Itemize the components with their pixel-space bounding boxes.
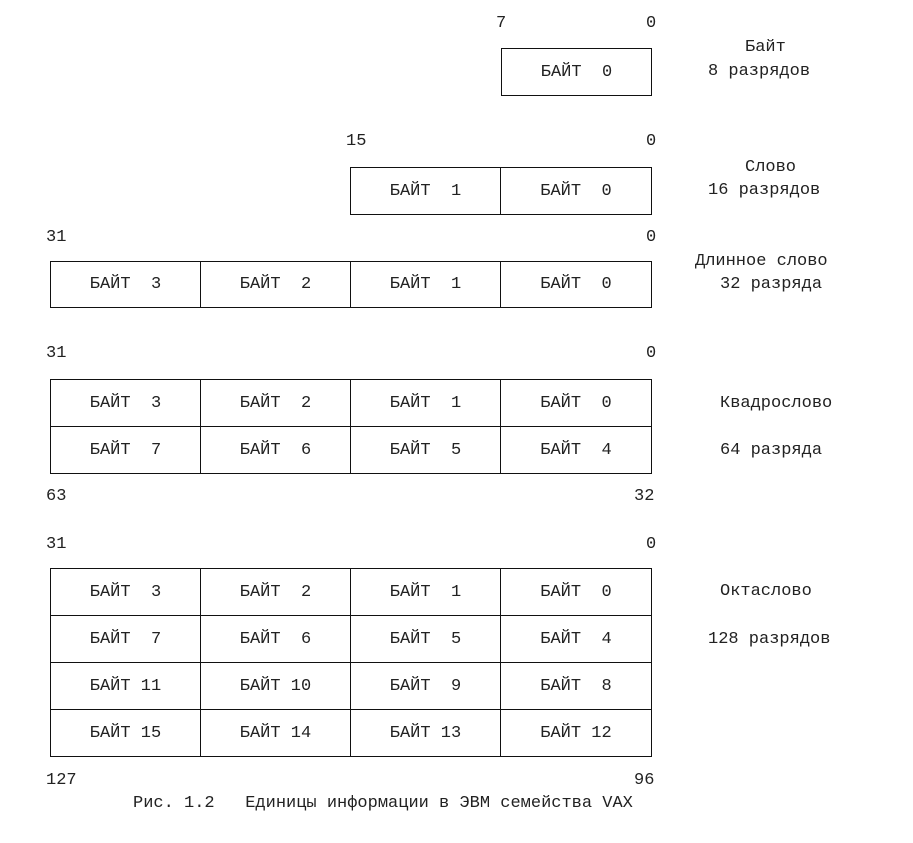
octaword-cell: БАЙТ 12 bbox=[501, 710, 652, 757]
octaword-cell: БАЙТ 1 bbox=[351, 568, 501, 616]
quadword-name: Квадрослово bbox=[720, 394, 833, 413]
octaword-cell: БАЙТ 7 bbox=[50, 616, 201, 663]
quadword-bit-high: 31 bbox=[46, 344, 67, 363]
quadword-bit-bottom-high: 63 bbox=[46, 487, 67, 506]
quadword-cell: БАЙТ 6 bbox=[201, 427, 351, 474]
octaword-cell: БАЙТ 10 bbox=[201, 663, 351, 710]
longword-cell: БАЙТ 2 bbox=[201, 261, 351, 308]
quadword-cell: БАЙТ 2 bbox=[201, 379, 351, 427]
figure-caption: Рис. 1.2 Единицы информации в ЭВМ семейс… bbox=[133, 794, 633, 813]
quadword-cell: БАЙТ 3 bbox=[50, 379, 201, 427]
octaword-bit-high: 31 bbox=[46, 535, 67, 554]
quadword-bit-bottom-low: 32 bbox=[634, 487, 655, 506]
longword-cell: БАЙТ 1 bbox=[351, 261, 501, 308]
longword-bits: 32 разряда bbox=[720, 275, 823, 294]
word-name: Слово bbox=[745, 158, 797, 177]
octaword-bit-bottom-high: 127 bbox=[46, 771, 77, 790]
octaword-cell: БАЙТ 8 bbox=[501, 663, 652, 710]
octaword-cell: БАЙТ 5 bbox=[351, 616, 501, 663]
longword-name: Длинное слово bbox=[695, 252, 828, 271]
quadword-cell: БАЙТ 7 bbox=[50, 427, 201, 474]
octaword-cell: БАЙТ 9 bbox=[351, 663, 501, 710]
octaword-cell: БАЙТ 13 bbox=[351, 710, 501, 757]
quadword-cell: БАЙТ 4 bbox=[501, 427, 652, 474]
byte-name: Байт bbox=[745, 38, 786, 57]
octaword-bit-bottom-low: 96 bbox=[634, 771, 655, 790]
byte-bit-low: 0 bbox=[646, 14, 657, 33]
octaword-cell: БАЙТ 0 bbox=[501, 568, 652, 616]
octaword-cell: БАЙТ 14 bbox=[201, 710, 351, 757]
octaword-cell: БАЙТ 6 bbox=[201, 616, 351, 663]
octaword-cell: БАЙТ 15 bbox=[50, 710, 201, 757]
byte-bits: 8 разрядов bbox=[708, 62, 811, 81]
longword-cell: БАЙТ 3 bbox=[50, 261, 201, 308]
octaword-bits: 128 разрядов bbox=[708, 630, 831, 649]
octaword-cell: БАЙТ 11 bbox=[50, 663, 201, 710]
word-bit-low: 0 bbox=[646, 132, 657, 151]
quadword-cell: БАЙТ 1 bbox=[351, 379, 501, 427]
octaword-cell: БАЙТ 4 bbox=[501, 616, 652, 663]
quadword-bits: 64 разряда bbox=[720, 441, 823, 460]
word-bit-high: 15 bbox=[346, 132, 367, 151]
longword-bit-low: 0 bbox=[646, 228, 657, 247]
word-cell: БАЙТ 1 bbox=[350, 167, 501, 215]
longword-bit-high: 31 bbox=[46, 228, 67, 247]
octaword-cell: БАЙТ 2 bbox=[201, 568, 351, 616]
word-cell: БАЙТ 0 bbox=[501, 167, 652, 215]
octaword-name: Октаслово bbox=[720, 582, 812, 601]
quadword-cell: БАЙТ 5 bbox=[351, 427, 501, 474]
octaword-cell: БАЙТ 3 bbox=[50, 568, 201, 616]
octaword-bit-low: 0 bbox=[646, 535, 657, 554]
longword-cell: БАЙТ 0 bbox=[501, 261, 652, 308]
quadword-bit-low: 0 bbox=[646, 344, 657, 363]
word-bits: 16 разрядов bbox=[708, 181, 821, 200]
byte-cell: БАЙТ 0 bbox=[501, 48, 652, 96]
quadword-cell: БАЙТ 0 bbox=[501, 379, 652, 427]
byte-bit-high: 7 bbox=[496, 14, 507, 33]
